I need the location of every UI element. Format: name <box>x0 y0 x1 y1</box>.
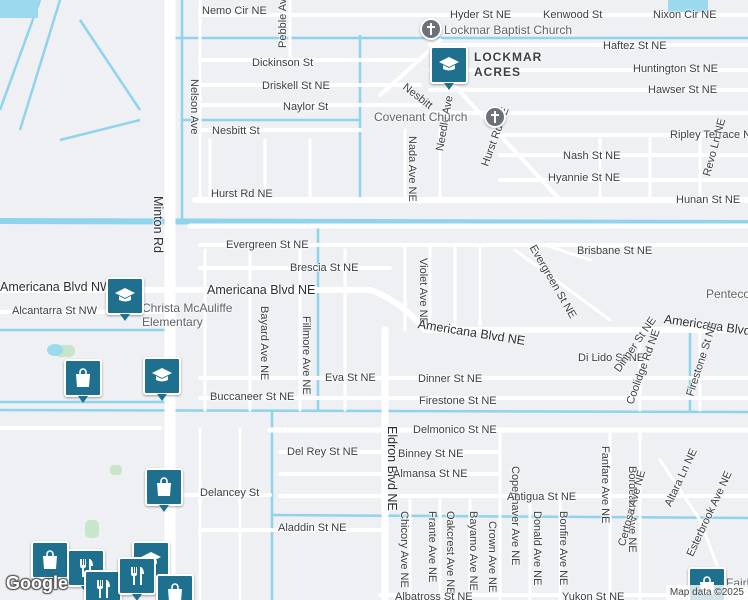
street-label-ripley-terrace: Ripley Terrace NE <box>670 129 748 141</box>
street-label-evergreen-st: Evergreen St NE <box>226 239 309 251</box>
street-label-bayamo-ave: Bayamo Ave NE <box>467 511 479 591</box>
shopping-bag-icon <box>76 368 90 387</box>
street-label-hunan-st: Hunan St NE <box>676 194 741 206</box>
street-label-driskell-st: Driskell St NE <box>262 80 330 92</box>
school-marker-christa[interactable] <box>106 277 144 321</box>
shopping-marker-bottom2[interactable] <box>156 574 194 600</box>
ponds <box>0 0 708 356</box>
street-label-fillmore-ave: Fillmore Ave NE <box>300 316 312 395</box>
restaurant-icon <box>97 580 110 598</box>
school-icon <box>439 57 459 71</box>
street-label-eva-st: Eva St NE <box>325 372 376 384</box>
poi-label-christa-1[interactable]: Christa McAuliffe <box>142 301 233 315</box>
church-icon[interactable] <box>484 106 506 128</box>
street-label-nada-ave: Nada Ave NE <box>406 136 418 202</box>
street-label-naylor-st: Naylor St <box>283 101 329 113</box>
street-label-di-lido-st: Di Lido St NE <box>578 352 645 364</box>
street-label-brescia-st: Brescia St NE <box>290 262 359 274</box>
restaurant-marker-2[interactable] <box>84 570 122 600</box>
street-label-del-rey-st: Del Rey St NE <box>287 446 358 458</box>
shopping-bag-icon <box>157 477 171 496</box>
street-label-buccaneer-st: Buccaneer St NE <box>210 391 295 403</box>
poi-label-lockmar-baptist[interactable]: Lockmar Baptist Church <box>444 23 573 37</box>
street-label-delmonico-st: Delmonico St NE <box>413 424 497 436</box>
poi-label-christa-2[interactable]: Elementary <box>142 315 203 329</box>
street-label-hawser-st: Hawser St NE <box>648 84 718 96</box>
shopping-marker-left[interactable] <box>64 359 102 403</box>
map-attribution[interactable]: Map data ©2025 <box>665 585 748 600</box>
street-label-fanfare-ave: Fanfare Ave NE <box>599 446 611 524</box>
street-label-donald-ave: Donald Ave NE <box>531 511 543 586</box>
street-label-nelson-ave: Nelson Ave <box>188 79 200 135</box>
street-label-americana-nw: Americana Blvd NW <box>0 280 112 294</box>
street-label-pebble-ave: Pebble Ave <box>277 0 289 48</box>
street-label-hyder-st: Hyder St NE <box>450 9 512 21</box>
street-label-copenhaver-ave: Copenhaver Ave NE <box>509 466 521 566</box>
shopping-bag-icon <box>43 550 57 569</box>
street-label-hurst-rd: Hurst Rd NE <box>211 188 273 200</box>
street-label-nesbitt-st: Nesbitt St <box>212 125 260 137</box>
street-label-almansa-st: Almansa St NE <box>393 468 468 480</box>
school-marker-mid[interactable] <box>143 357 181 401</box>
church-icon[interactable] <box>420 18 442 40</box>
street-label-nixon-cir: Nixon Cir NE <box>653 9 717 21</box>
street-label-frante-ave: Frante Ave NE <box>426 511 438 583</box>
street-label-aladdin-st: Aladdin St NE <box>278 522 347 534</box>
google-logo: Google <box>6 573 68 593</box>
street-label-huntington-st: Huntington St NE <box>633 63 718 75</box>
street-label-nemo-cir: Nemo Cir NE <box>202 5 267 17</box>
street-label-antigua-st: Antigua St NE <box>507 491 577 503</box>
area-label-lockmar: LOCKMAR <box>474 50 543 64</box>
street-label-binney-st: Binney St NE <box>398 448 464 460</box>
poi-label-covenant-church[interactable]: Covenant Church <box>374 110 468 124</box>
street-label-bayard-ave: Bayard Ave NE <box>258 306 270 381</box>
restaurant-icon <box>131 567 144 585</box>
street-label-dinner-st: Dinner St NE <box>418 373 483 385</box>
street-label-violet-ave: Violet Ave NE <box>417 258 429 325</box>
street-label-haftez-st: Haftez St NE <box>603 40 667 52</box>
area-label-acres: ACRES <box>474 65 522 79</box>
street-label-minton-rd: Minton Rd <box>151 196 165 253</box>
school-icon <box>115 288 135 302</box>
street-label-crown-ave: Crown Ave NE <box>486 521 498 593</box>
street-label-bonfire-ave: Bonfire Ave NE <box>557 511 569 586</box>
street-label-alcantarra-st: Alcantarra St NW <box>12 305 97 317</box>
restaurant-marker-3[interactable] <box>118 557 156 600</box>
shopping-marker-minton[interactable] <box>145 468 183 512</box>
school-marker-lockmar[interactable] <box>430 46 468 90</box>
street-label-oakcrest-ave: Oakcrest Ave NE <box>444 511 456 595</box>
street-label-hyannie-st: Hyannie St NE <box>548 172 621 184</box>
street-label-chicory-ave: Chicory Ave NE <box>398 511 410 588</box>
street-label-delancey-st: Delancey St <box>200 487 260 499</box>
street-label-americana-ne-w: Americana Blvd NE <box>207 283 316 297</box>
shopping-bag-icon <box>168 583 182 600</box>
street-label-firestone-st: Firestone St NE <box>419 395 497 407</box>
street-label-brisbane-st: Brisbane St NE <box>577 245 653 257</box>
street-label-kenwood-st: Kenwood St <box>543 9 603 21</box>
street-label-yukon-st: Yukon St NE <box>562 591 625 600</box>
poi-label-pentecostal[interactable]: Pentecosta <box>706 287 748 301</box>
street-label-albatross-st: Albatross St NE <box>395 591 473 600</box>
street-label-nash-st: Nash St NE <box>563 150 621 162</box>
street-label-dickinson-st: Dickinson St <box>252 57 314 69</box>
school-icon <box>152 368 172 382</box>
